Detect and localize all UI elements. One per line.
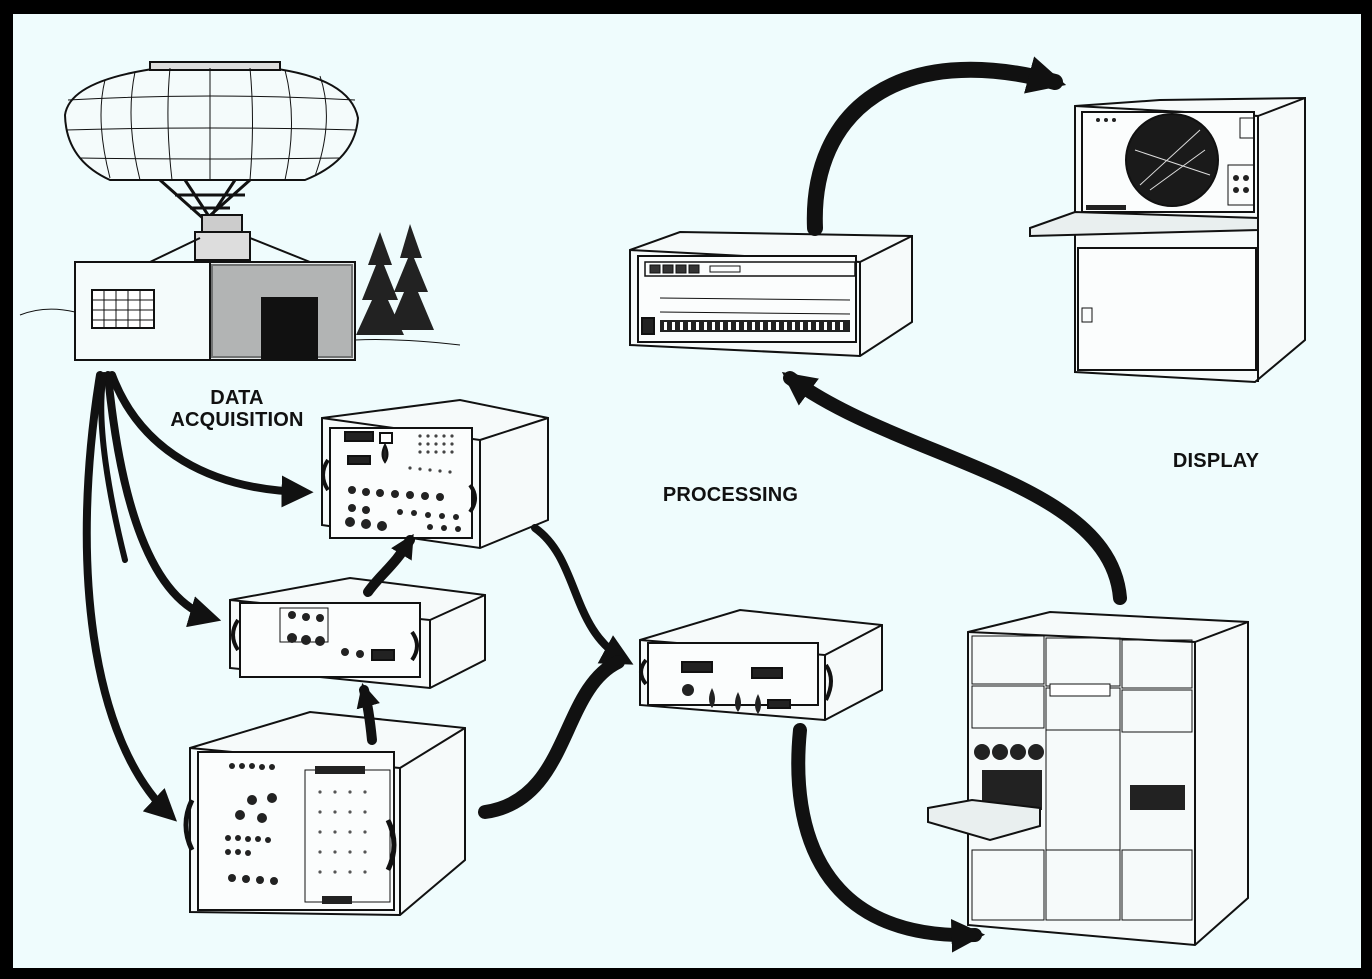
radar-antenna-dome <box>65 68 358 180</box>
label-display: DISPLAY <box>1160 450 1272 472</box>
storage-cabinet <box>928 612 1248 945</box>
acquisition-unit-bottom <box>186 712 465 915</box>
minicomputer <box>630 232 912 356</box>
label-processing: PROCESSING <box>648 484 813 506</box>
label-data-acquisition: DATA ACQUISITION <box>152 387 322 431</box>
acquisition-unit-middle <box>230 578 485 688</box>
radar-scope <box>1126 114 1218 206</box>
acquisition-unit-top <box>322 400 548 548</box>
label-data-acquisition-line1: DATA <box>152 387 322 409</box>
label-data-acquisition-line2: ACQUISITION <box>152 409 322 431</box>
